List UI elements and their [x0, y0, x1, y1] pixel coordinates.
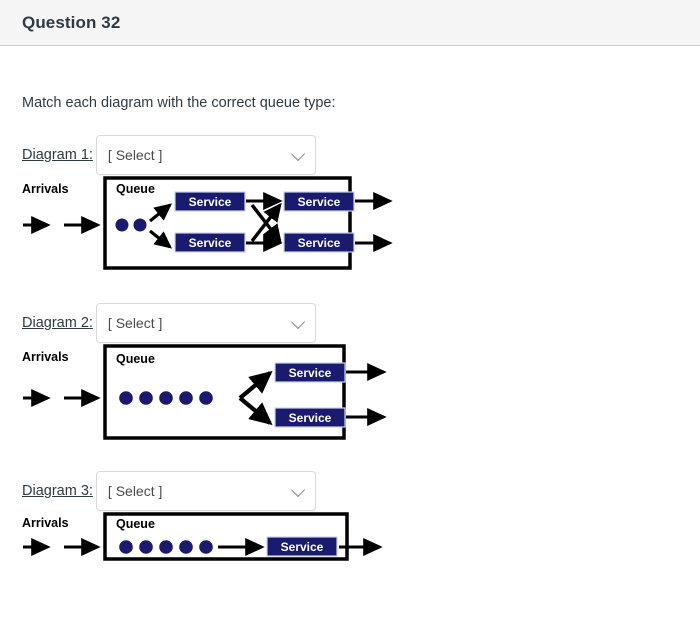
prompt-text: Match each diagram with the correct queu…	[22, 95, 336, 111]
diagram-2: Arrivals Queue Service Service	[22, 343, 678, 451]
select-diagram-2-value: [ Select ]	[107, 315, 163, 332]
diagram-1-arrivals-label: Arrivals	[22, 182, 69, 196]
diagram-3-queue-label: Queue	[116, 517, 155, 531]
diagram-1-branch-arrow-up	[149, 203, 172, 223]
diagram-2-queue-dot	[179, 391, 193, 406]
diagram-3-queue-dot	[199, 540, 213, 555]
diagram-3-queue-dot	[139, 540, 153, 555]
diagram-3: Arrivals Queue Service	[22, 511, 678, 581]
diagram-2-service-label: Service	[289, 411, 332, 425]
diagram-1-service-label: Service	[298, 195, 341, 209]
match-label-diagram-3: Diagram 3:	[22, 482, 93, 499]
question-body: Match each diagram with the correct queu…	[0, 93, 700, 581]
diagram-3-queue-dot	[179, 540, 193, 555]
diagram-3-service-label: Service	[281, 540, 324, 554]
select-diagram-2[interactable]: [ Select ]	[95, 303, 316, 344]
diagram-1: Arrivals Queue Service Service	[22, 175, 678, 283]
match-row-diagram-3: Diagram 3: [ Select ]	[22, 471, 678, 512]
diagram-2-queue-dot	[159, 391, 173, 406]
diagram-2-service-box-1: Service	[274, 362, 346, 383]
diagram-2-split-arrow-down	[238, 396, 273, 426]
select-diagram-3-value: [ Select ]	[107, 483, 163, 500]
select-diagram-1[interactable]: [ Select ]	[95, 135, 316, 176]
match-row-diagram-1: Diagram 1: [ Select ]	[22, 135, 678, 176]
diagram-1-service-box-1: Service	[174, 191, 246, 212]
diagram-1-queue-dot	[115, 218, 129, 232]
match-label-diagram-2: Diagram 2:	[22, 314, 93, 331]
diagram-2-service-label: Service	[289, 366, 332, 380]
diagram-1-branch-arrow-down	[149, 230, 172, 249]
diagram-2-queue-dot	[199, 391, 213, 406]
diagram-1-service-box-2: Service	[174, 232, 246, 253]
diagram-1-service-box-4: Service	[283, 232, 355, 253]
diagram-1-service-box-3: Service	[283, 191, 355, 212]
diagram-3-arrivals-label: Arrivals	[22, 516, 69, 530]
diagram-1-cross-arrow-down	[250, 204, 282, 244]
diagram-3-service-box-1: Service	[266, 536, 338, 557]
diagram-2-service-box-2: Service	[274, 407, 346, 428]
diagram-1-service-label: Service	[189, 195, 232, 209]
match-label-diagram-1: Diagram 1:	[22, 146, 93, 163]
page-title: Question 32	[22, 12, 121, 32]
diagram-2-arrivals-label: Arrivals	[22, 350, 69, 364]
diagram-2-queue-dot	[139, 391, 153, 406]
question-header: Question 32	[0, 0, 700, 46]
chevron-down-icon	[290, 483, 305, 498]
diagram-2-queue-dot	[119, 391, 133, 406]
select-diagram-1-value: [ Select ]	[107, 147, 163, 164]
diagram-1-queue-label: Queue	[116, 182, 155, 196]
diagram-1-service-label: Service	[189, 236, 232, 250]
match-row-diagram-2: Diagram 2: [ Select ]	[22, 303, 678, 344]
chevron-down-icon	[290, 147, 305, 162]
chevron-down-icon	[290, 315, 305, 330]
diagram-1-service-label: Service	[298, 236, 341, 250]
diagram-2-queue-label: Queue	[116, 352, 155, 366]
diagram-3-queue-dot	[159, 540, 173, 555]
diagram-1-queue-dot	[133, 218, 147, 232]
diagram-3-queue-dot	[119, 540, 133, 555]
select-diagram-3[interactable]: [ Select ]	[95, 471, 316, 512]
diagram-2-split-arrow-up	[238, 371, 273, 400]
